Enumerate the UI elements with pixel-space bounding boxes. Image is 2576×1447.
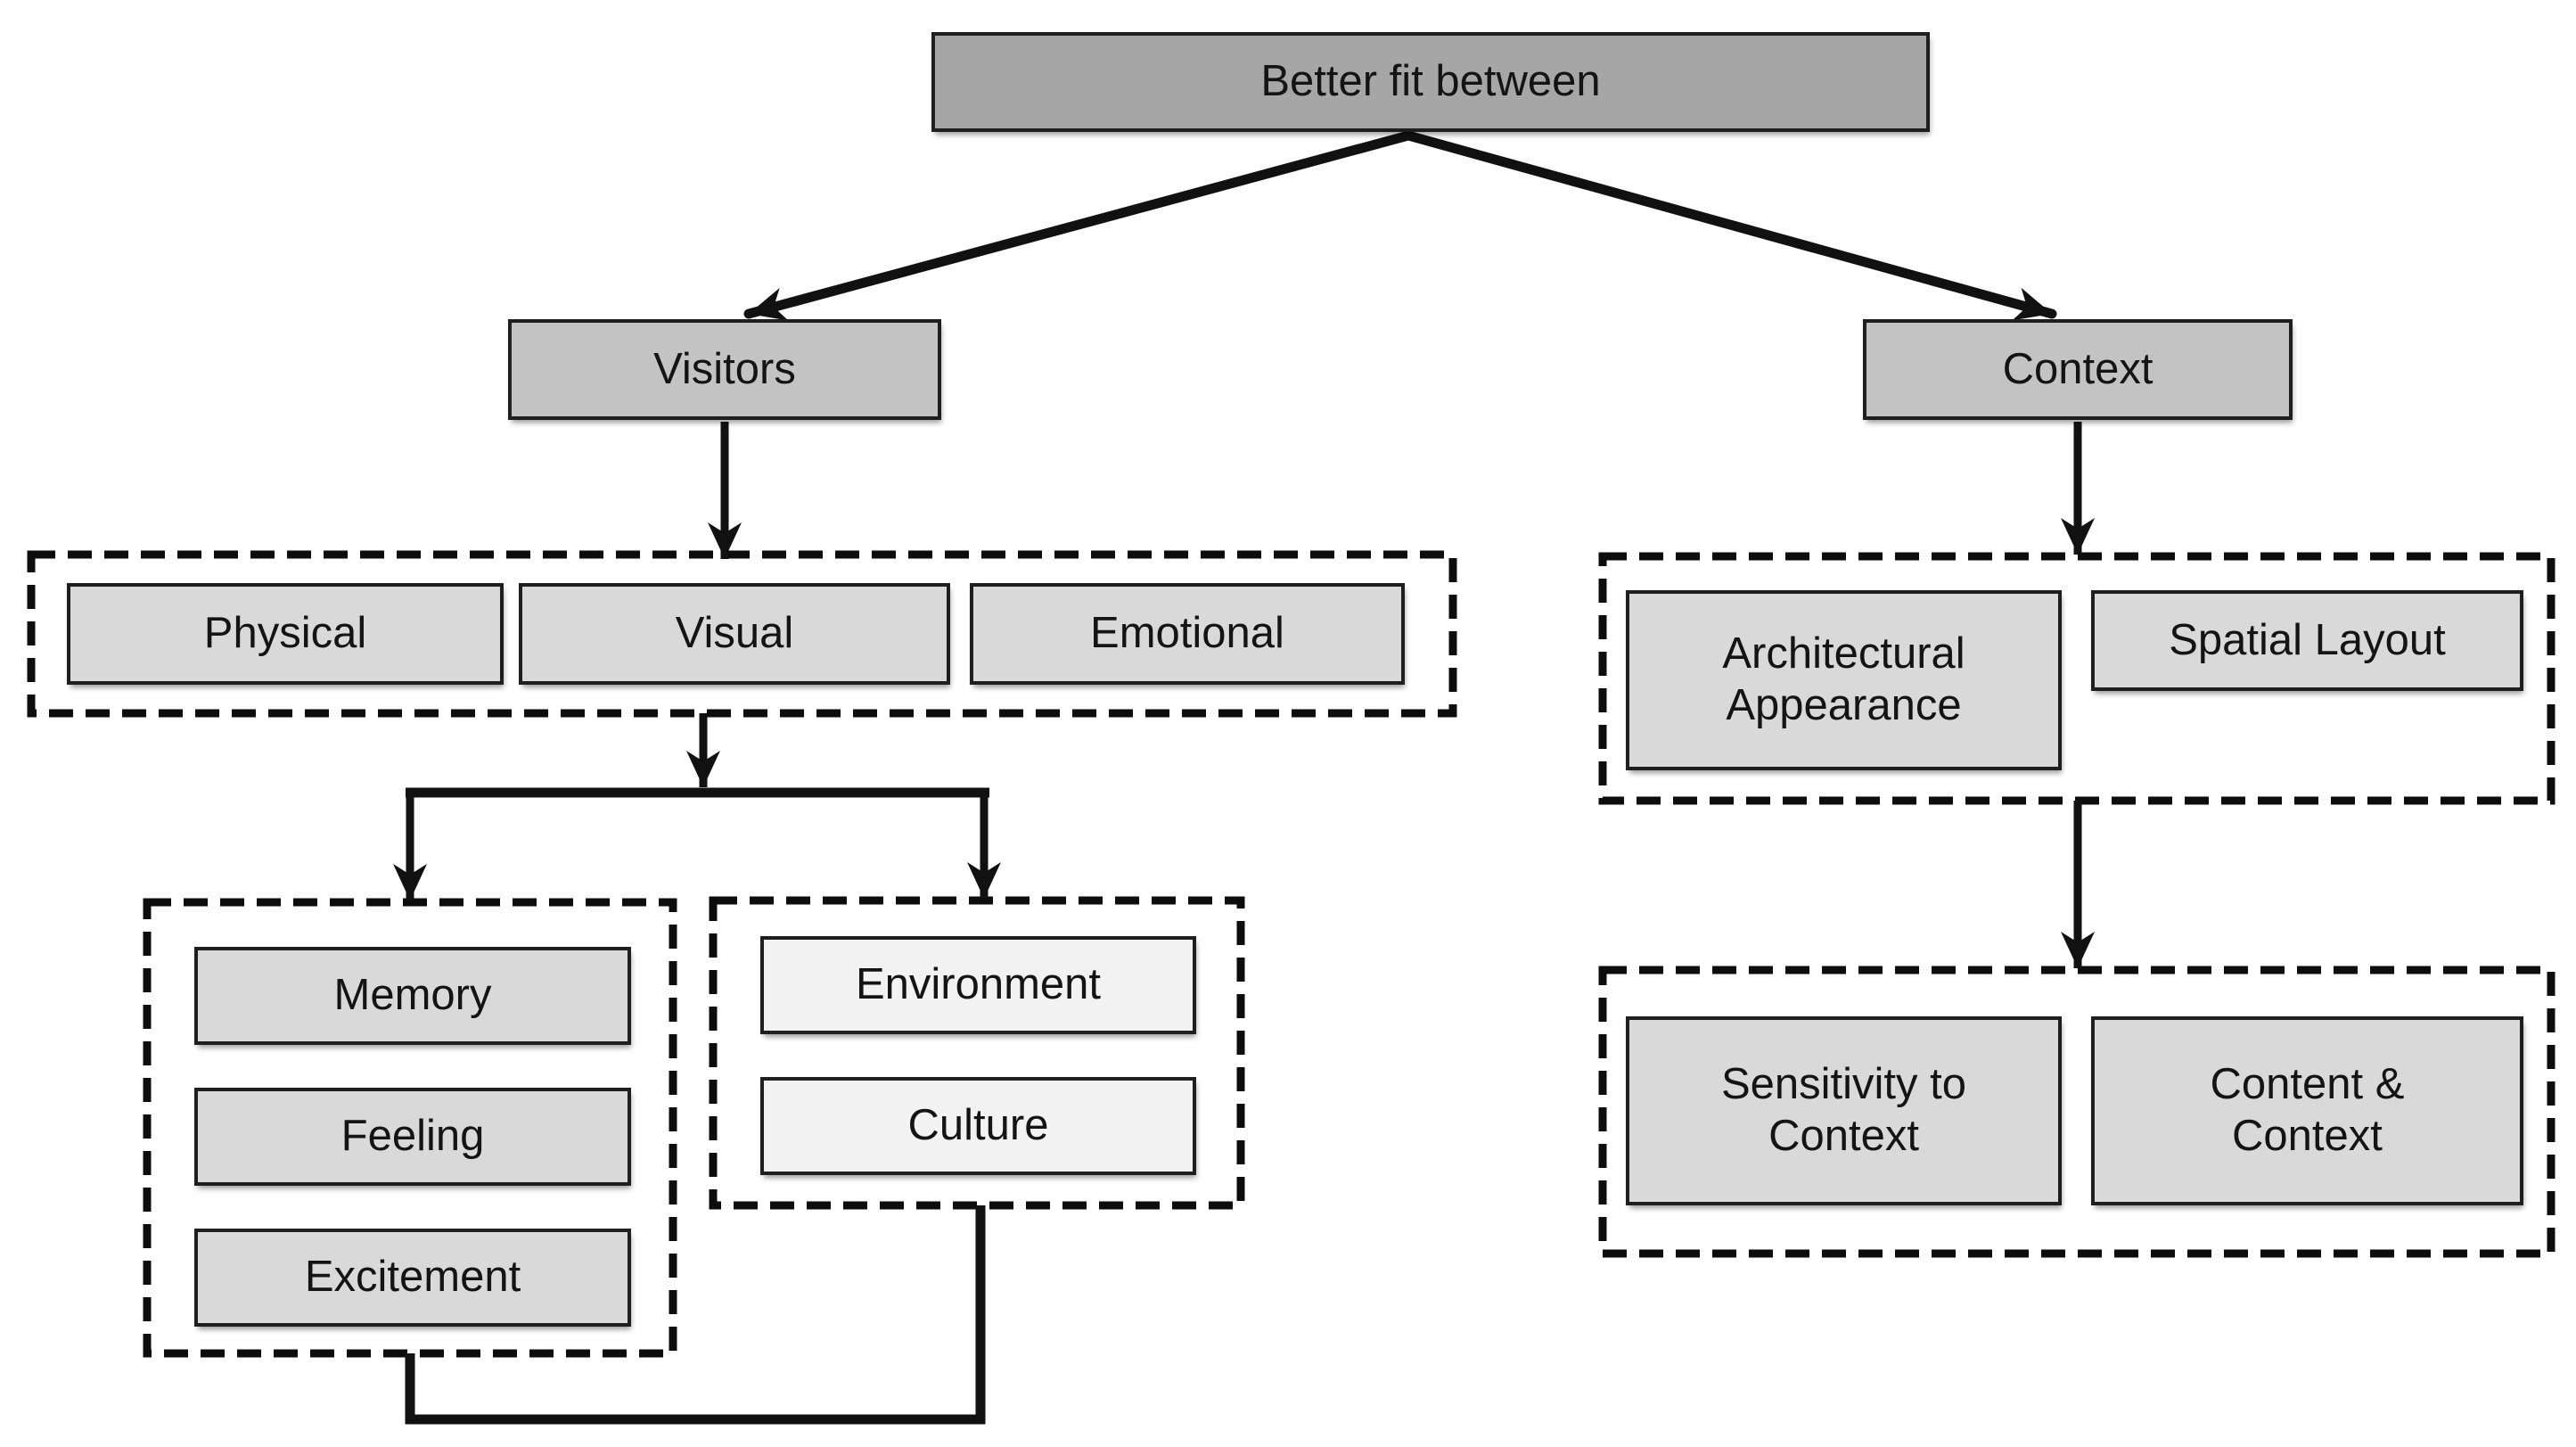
node-spatial-layout: Spatial Layout bbox=[2091, 590, 2523, 691]
node-physical: Physical bbox=[67, 583, 504, 685]
node-better-fit-between: Better fit between bbox=[931, 32, 1930, 132]
node-culture: Culture bbox=[760, 1077, 1196, 1175]
node-visual: Visual bbox=[519, 583, 950, 685]
visitor-aspects-group-border bbox=[27, 550, 1457, 718]
bottom-group-connector bbox=[405, 1205, 986, 1425]
node-context: Context bbox=[1863, 319, 2293, 420]
node-architectural-appearance: Architectural Appearance bbox=[1626, 590, 2062, 770]
context-fit-group-border bbox=[1598, 966, 2555, 1258]
node-memory: Memory bbox=[194, 947, 631, 1045]
inner-experience-group-border bbox=[143, 898, 677, 1358]
node-visitors: Visitors bbox=[508, 319, 941, 420]
node-feeling: Feeling bbox=[194, 1088, 631, 1186]
arrow-root-to-context bbox=[1403, 130, 2057, 321]
node-content-and-context: Content & Context bbox=[2091, 1016, 2523, 1205]
node-sensitivity-to-context: Sensitivity to Context bbox=[1626, 1016, 2062, 1205]
node-environment: Environment bbox=[760, 936, 1196, 1034]
arrow-root-to-visitors bbox=[743, 130, 1414, 321]
node-emotional: Emotional bbox=[970, 583, 1405, 685]
node-excitement: Excitement bbox=[194, 1229, 631, 1327]
